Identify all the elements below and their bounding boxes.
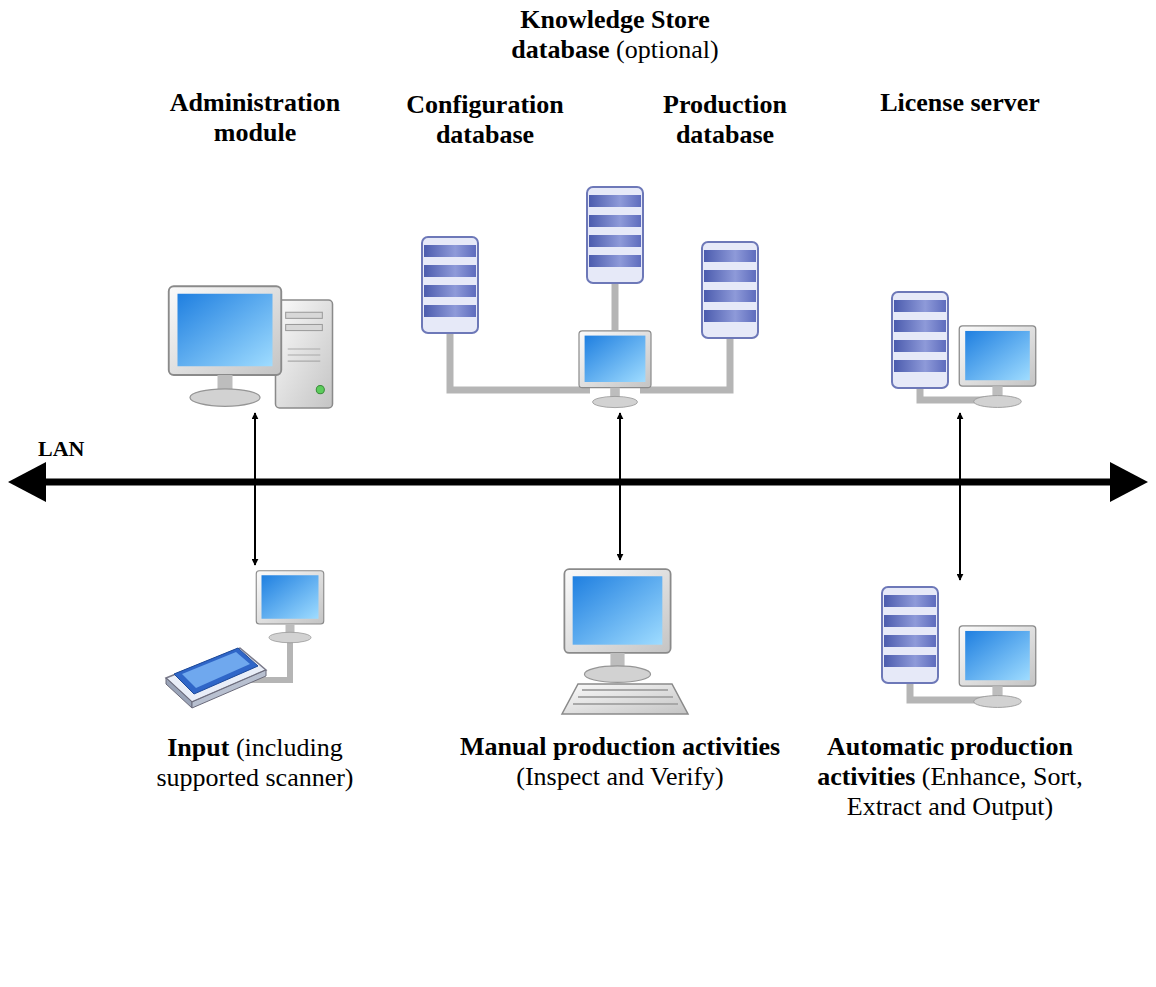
label-group: Administration module [145, 88, 365, 148]
station: Knowledge Store database (optional) Confi… [380, 5, 850, 413]
station: Automatic production activities (Enhance… [780, 580, 1120, 720]
station-note: (optional) [616, 35, 719, 64]
station-title: Production database [663, 90, 787, 149]
label-group: Input (including supported scanner) [140, 733, 370, 793]
station: Input (including supported scanner) [130, 565, 380, 720]
station: Administration module [145, 88, 365, 413]
station: License server [850, 88, 1070, 413]
network-link [619, 413, 621, 560]
station-title: Manual production activities [420, 732, 820, 762]
label-group: License server [850, 88, 1070, 118]
station-title: License server [880, 88, 1040, 117]
station-title: Configuration database [406, 90, 563, 149]
network-link [254, 413, 256, 565]
station-note: (Inspect and Verify) [420, 762, 820, 792]
label-group: Production database [625, 90, 825, 150]
label-group: Automatic production activities (Enhance… [785, 732, 1115, 822]
label-group: Configuration database [385, 90, 585, 150]
label-group: Knowledge Store database (optional) [475, 5, 755, 65]
station: Manual production activities(Inspect and… [420, 560, 820, 720]
network-link [959, 413, 961, 580]
station-title: Input [167, 733, 229, 762]
network-label: LAN [38, 436, 84, 462]
station-title: Administration module [170, 88, 340, 147]
label-group: Manual production activities(Inspect and… [420, 732, 820, 792]
